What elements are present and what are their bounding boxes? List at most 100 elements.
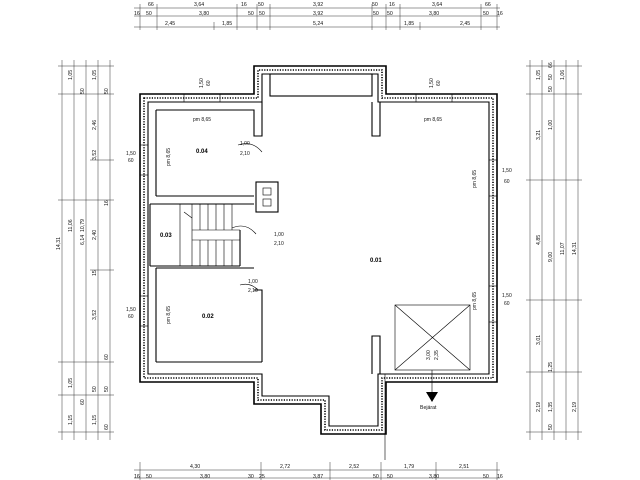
dim-left-seg-1: 1,05 bbox=[92, 70, 98, 80]
dim-bot-r2-4: 25 bbox=[259, 474, 265, 480]
dim-bot-r1-2: 2,52 bbox=[349, 464, 359, 470]
door-1-w: 1,00 bbox=[240, 141, 250, 147]
dim-top-r3-4: 2,45 bbox=[460, 21, 470, 27]
dim-right-seg-6: 2,19 bbox=[572, 402, 578, 412]
door-3-h: 2,10 bbox=[248, 288, 258, 294]
dim-top-r1-4: 3,92 bbox=[313, 2, 323, 8]
pm-right-2: pm 8,65 bbox=[472, 292, 478, 310]
entrance-label: Bejárat bbox=[420, 405, 437, 411]
dim-right-small-0: 66 bbox=[548, 62, 554, 68]
dim-left-small-4: 60 bbox=[104, 354, 110, 360]
win-top-r-h: 60 bbox=[436, 80, 442, 86]
dim-right-small-6: 50 bbox=[548, 424, 554, 430]
dim-left-seg-7: 1,05 bbox=[68, 378, 74, 388]
win-top-l-h: 60 bbox=[206, 80, 212, 86]
bottom-dimensions: 4,30 2,72 2,52 1,79 2,51 16 50 3,80 30 2… bbox=[134, 462, 503, 480]
dim-top-r1-3: 50 bbox=[258, 2, 264, 8]
dim-top-r2-7: 50 bbox=[387, 11, 393, 17]
staircase bbox=[179, 204, 240, 266]
dim-top-r2-0: 16 bbox=[134, 11, 140, 17]
dim-top-r1-6: 16 bbox=[389, 2, 395, 8]
dim-bot-r2-3: 30 bbox=[248, 474, 254, 480]
left-dimensions: 14,31 11,06 10,79 1,05 1,05 2,46 3,52 2,… bbox=[56, 60, 114, 440]
dim-left-mid2: 10,79 bbox=[80, 219, 86, 232]
dim-right-small-4: 1,25 bbox=[548, 362, 554, 372]
dim-top-r2-9: 50 bbox=[483, 11, 489, 17]
dim-right-small-3: 1,00 bbox=[548, 120, 554, 130]
door-1-h: 2,10 bbox=[240, 151, 250, 157]
dim-top-r3-1: 1,85 bbox=[222, 21, 232, 27]
dim-left-small-3: 15 bbox=[92, 270, 98, 276]
dim-bot-r2-6: 50 bbox=[373, 474, 379, 480]
dim-top-r3-3: 1,85 bbox=[404, 21, 414, 27]
pm-0-04: pm 8,65 bbox=[193, 117, 211, 123]
dim-right-seg-5: 2,19 bbox=[536, 402, 542, 412]
door-2-w: 1,00 bbox=[274, 232, 284, 238]
room-0-03: 0.03 bbox=[160, 233, 172, 239]
door-2-h: 2,10 bbox=[274, 241, 284, 247]
win-left-1-h: 60 bbox=[128, 158, 134, 164]
stair-height-2: 2,35 bbox=[434, 350, 440, 360]
win-left-2-w: 1,50 bbox=[126, 307, 136, 313]
dim-top-r2-5: 3,92 bbox=[313, 11, 323, 17]
room-0-04: 0.04 bbox=[196, 149, 208, 155]
dim-top-r2-3: 50 bbox=[248, 11, 254, 17]
dim-bot-r2-5: 3,87 bbox=[313, 474, 323, 480]
dim-bot-r2-1: 50 bbox=[146, 474, 152, 480]
pm-left-2: pm 8,65 bbox=[166, 306, 172, 324]
win-top-r-w: 1,50 bbox=[429, 78, 435, 88]
dim-left-seg-4: 2,40 bbox=[92, 230, 98, 240]
dim-right-small-5: 1,35 bbox=[548, 402, 554, 412]
room-labels: 0.04 0.03 0.02 0.01 bbox=[160, 149, 382, 320]
win-right-2-h: 60 bbox=[504, 301, 510, 307]
dim-right-seg-1: 1,06 bbox=[560, 70, 566, 80]
dim-top-r1-0: 66 bbox=[148, 2, 154, 8]
top-dimensions: 66 3,64 16 50 3,92 50 16 3,64 66 16 50 3… bbox=[134, 2, 503, 30]
dim-top-r3-2: 5,24 bbox=[313, 21, 323, 27]
dim-right-small-1: 50 bbox=[548, 74, 554, 80]
dim-bot-r1-0: 4,30 bbox=[190, 464, 200, 470]
dim-left-small-8: 60 bbox=[104, 424, 110, 430]
dim-top-r2-10: 16 bbox=[497, 11, 503, 17]
dim-right-outer: 14,31 bbox=[572, 242, 578, 255]
pm-left-1: pm 8,65 bbox=[166, 148, 172, 166]
dim-top-r1-7: 3,64 bbox=[432, 2, 442, 8]
win-left-2-h: 60 bbox=[128, 314, 134, 320]
dim-left-small-2: 16 bbox=[104, 200, 110, 206]
dim-left-seg-8: 1,15 bbox=[68, 415, 74, 425]
opening-annotations: pm 8,65 pm 8,65 pm 8,65 pm 8,65 pm 8,65 … bbox=[126, 78, 512, 324]
win-top-l-w: 1,50 bbox=[199, 78, 205, 88]
dim-top-r2-4: 50 bbox=[259, 11, 265, 17]
pm-right-1: pm 8,65 bbox=[472, 170, 478, 188]
dim-bot-r1-4: 2,51 bbox=[459, 464, 469, 470]
dim-left-seg-0: 1,05 bbox=[68, 70, 74, 80]
dim-top-r2-6: 50 bbox=[373, 11, 379, 17]
dim-left-small-5: 50 bbox=[92, 386, 98, 392]
dim-bot-r2-2: 3,80 bbox=[200, 474, 210, 480]
dim-right-seg-3: 4,85 bbox=[536, 235, 542, 245]
dim-bot-r1-3: 1,79 bbox=[404, 464, 414, 470]
win-right-2-w: 1,50 bbox=[502, 293, 512, 299]
room-0-01: 0.01 bbox=[370, 258, 382, 264]
stair-height-1: 3,00 bbox=[426, 350, 432, 360]
dim-left-seg-3: 3,52 bbox=[92, 150, 98, 160]
dim-bot-r2-10: 16 bbox=[497, 474, 503, 480]
door-3-w: 1,00 bbox=[248, 279, 258, 285]
dim-top-r1-8: 66 bbox=[485, 2, 491, 8]
win-right-1-w: 1,50 bbox=[502, 168, 512, 174]
dim-left-outer: 14,31 bbox=[56, 237, 62, 250]
dim-left-seg-5: 6,14 bbox=[80, 235, 86, 245]
dim-left-small-6: 50 bbox=[104, 386, 110, 392]
interior-walls bbox=[149, 73, 381, 374]
dim-top-r3-0: 2,45 bbox=[165, 21, 175, 27]
dim-top-r1-2: 16 bbox=[241, 2, 247, 8]
win-left-1-w: 1,50 bbox=[126, 151, 136, 157]
dim-right-seg-4: 3,01 bbox=[536, 335, 542, 345]
dim-right-small-2: 50 bbox=[548, 86, 554, 92]
entrance-area: 3,00 2,35 Bejárat bbox=[384, 304, 471, 460]
dim-left-seg-2: 2,46 bbox=[92, 120, 98, 130]
dim-top-r2-1: 50 bbox=[146, 11, 152, 17]
dim-right-seg-2: 3,21 bbox=[536, 130, 542, 140]
pm-right-top: pm 8,65 bbox=[424, 117, 442, 123]
